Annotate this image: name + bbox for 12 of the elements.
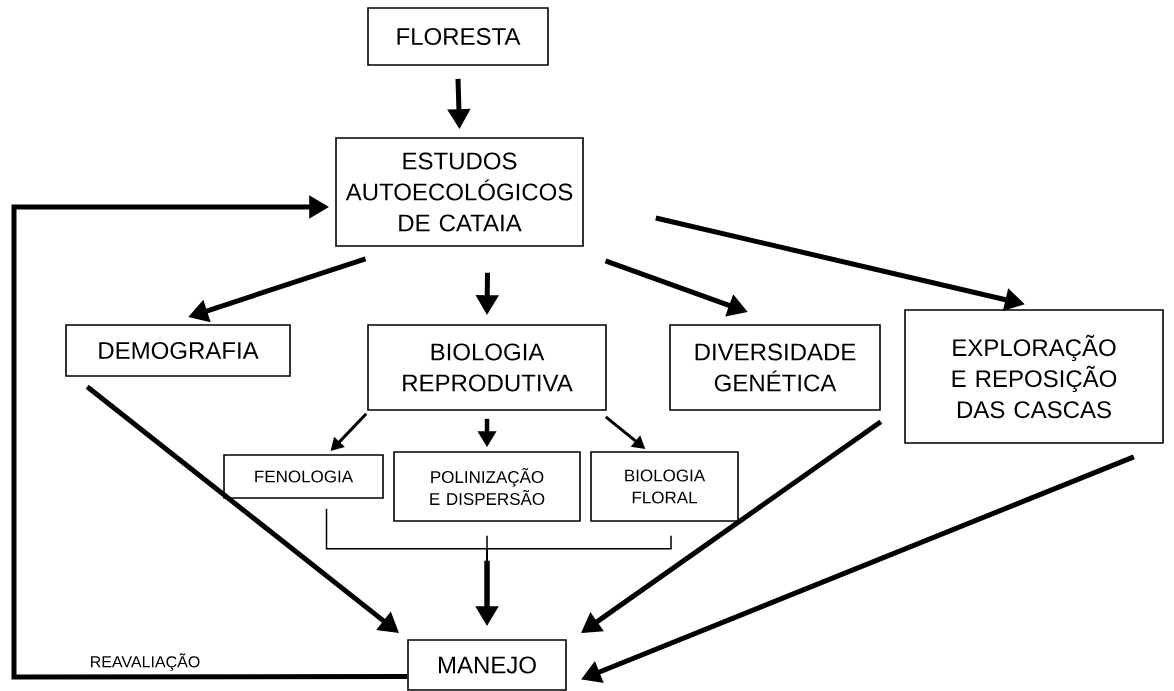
process-box: MANEJO <box>407 639 567 691</box>
process-box: FENOLOGIA <box>223 454 384 499</box>
process-box: POLINIZAÇÃO E DISPERSÃO <box>393 451 581 522</box>
process-box: DEMOGRAFIA <box>65 324 291 377</box>
process-box: ESTUDOS AUTOECOLÓGICOS DE CATAIA <box>335 137 584 247</box>
edge-label: REAVALIAÇÃO <box>91 653 200 671</box>
process-box: BIOLOGIA FLORAL <box>590 451 739 522</box>
process-box: EXPLORAÇÃO E REPOSIÇÃO DAS CASCAS <box>904 309 1164 444</box>
process-box: BIOLOGIA REPRODUTIVA <box>367 324 607 411</box>
feedback-arrow <box>11 195 408 680</box>
process-box: FLORESTA <box>367 7 549 66</box>
process-box: DIVERSIDADE GENÉTICA <box>669 324 881 411</box>
